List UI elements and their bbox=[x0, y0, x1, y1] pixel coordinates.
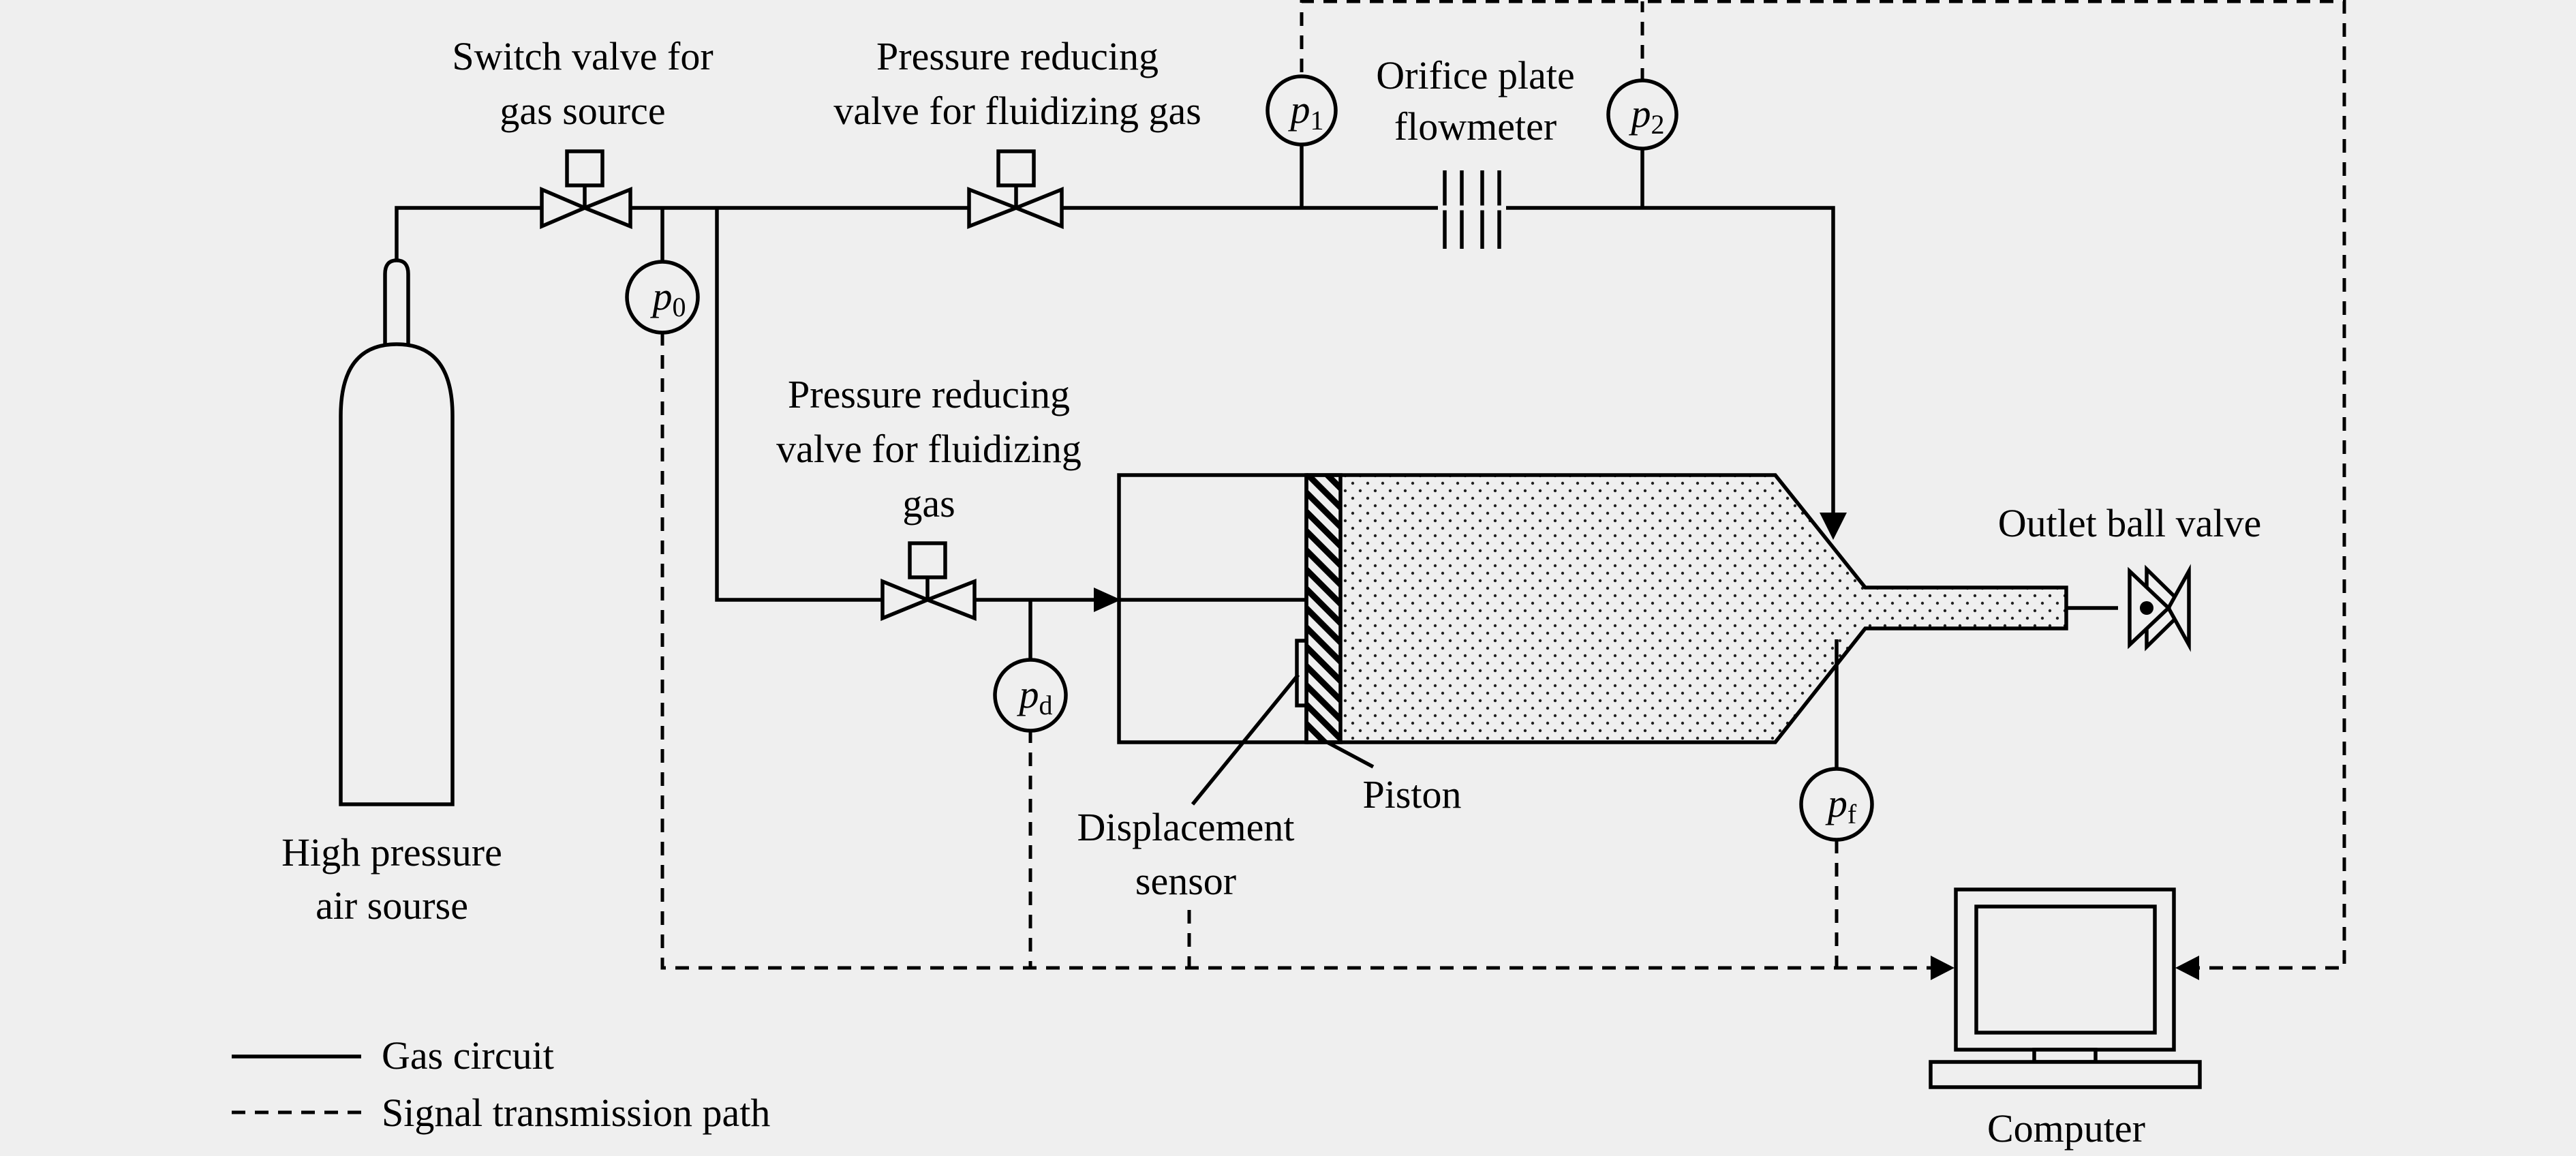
prv-lower-label-line3: gas bbox=[902, 481, 955, 526]
prv-lower-label-line1: Pressure reducing bbox=[788, 372, 1070, 416]
legend-solid-label: Gas circuit bbox=[382, 1033, 554, 1078]
gauge-pd-label: pd bbox=[1017, 672, 1053, 720]
pressure-reducing-valve-top-icon bbox=[967, 149, 1064, 230]
legend: Gas circuit Signal transmission path bbox=[232, 1033, 770, 1135]
outlet-valve-label: Outlet ball valve bbox=[1998, 501, 2262, 545]
switch-valve-icon bbox=[540, 149, 632, 230]
prv-top-label-line2: valve for fluidizing gas bbox=[833, 89, 1201, 133]
prv-lower-label-line2: valve for fluidizing bbox=[776, 427, 1082, 471]
gauge-p1: p1 bbox=[1266, 74, 1338, 147]
computer-label: Computer bbox=[1987, 1106, 2145, 1151]
orifice-label-line2: flowmeter bbox=[1394, 104, 1557, 149]
orifice-plate-flowmeter-icon bbox=[1438, 170, 1506, 249]
gauge-p2: p2 bbox=[1606, 78, 1678, 151]
gas-cylinder-icon bbox=[339, 258, 455, 806]
switch-valve-label-line2: gas source bbox=[500, 89, 665, 133]
outlet-ball-valve-icon bbox=[2128, 564, 2191, 652]
gauge-pf: pf bbox=[1799, 767, 1874, 842]
gauge-p1-label: p1 bbox=[1288, 87, 1324, 136]
air-source-label-line2: air sourse bbox=[316, 883, 468, 928]
gauge-p0-label: p0 bbox=[650, 274, 686, 322]
displacement-sensor-label-line2: sensor bbox=[1135, 859, 1236, 903]
legend-dashed-label: Signal transmission path bbox=[382, 1091, 770, 1135]
signal-paths bbox=[660, 0, 2346, 980]
displacement-sensor-icon bbox=[1295, 639, 1308, 708]
piston-label: Piston bbox=[1362, 772, 1461, 817]
gauge-p0: p0 bbox=[625, 260, 700, 335]
gauge-p2-label: p2 bbox=[1629, 91, 1665, 140]
pressure-reducing-valve-lower-icon bbox=[880, 541, 977, 622]
orifice-label-line1: Orifice plate bbox=[1376, 53, 1574, 97]
gas-circuit bbox=[395, 143, 2118, 770]
gauge-pf-label: pf bbox=[1825, 781, 1857, 830]
computer-icon bbox=[1929, 887, 2202, 1089]
air-source-label-line1: High pressure bbox=[281, 830, 502, 874]
switch-valve-label-line1: Switch valve for bbox=[452, 34, 713, 78]
prv-top-label-line1: Pressure reducing bbox=[876, 34, 1159, 78]
piston-icon bbox=[1304, 473, 1343, 744]
gauge-pd: pd bbox=[993, 658, 1068, 733]
displacement-sensor-label-line1: Displacement bbox=[1077, 805, 1295, 849]
fluidization-chamber bbox=[1117, 473, 2068, 806]
